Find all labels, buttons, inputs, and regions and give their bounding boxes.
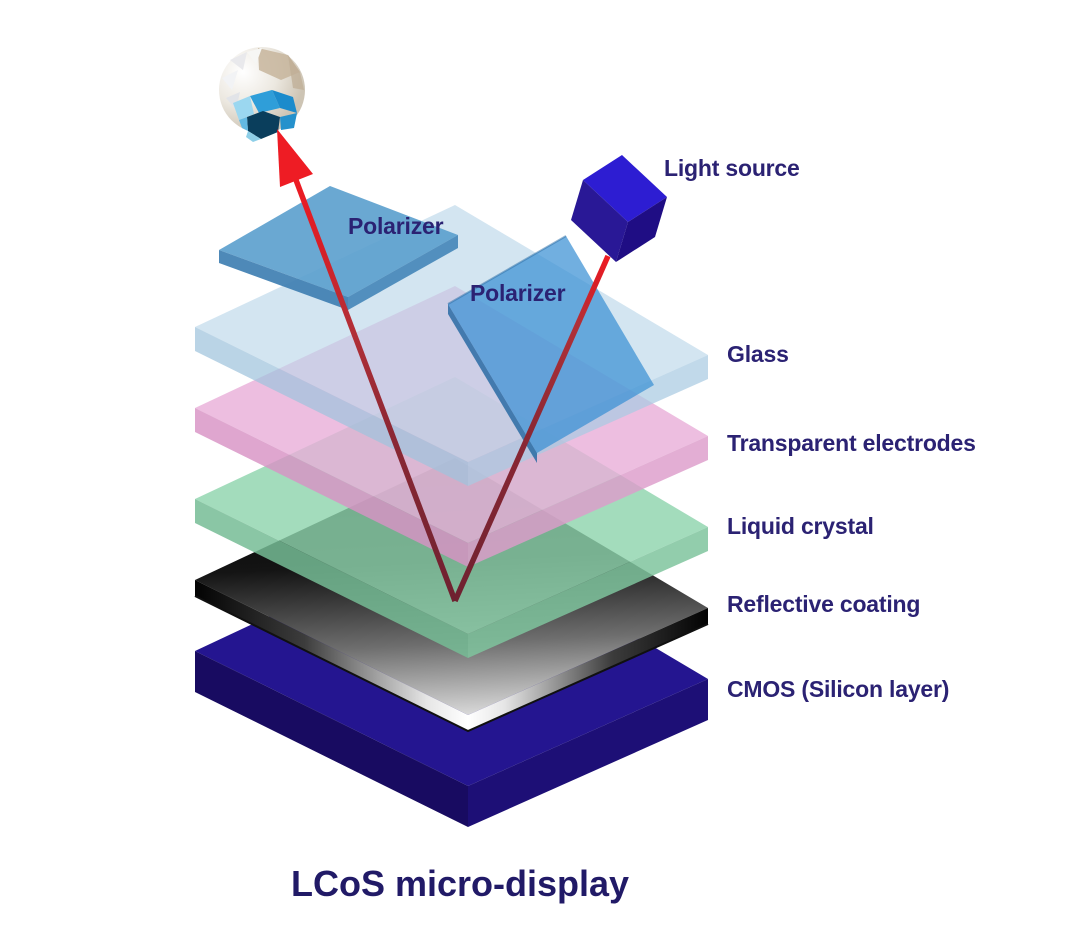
polarizer-plate-top-face: [219, 186, 458, 297]
polarizer-sheet-face: [448, 236, 654, 453]
output-sphere: [219, 47, 305, 142]
diagram-title: LCoS micro-display: [291, 863, 629, 904]
sphere-facet-gray: [222, 70, 238, 90]
polarizer-plate-right-face: [348, 235, 458, 310]
labels: Polarizer Polarizer Light source Glass T…: [291, 155, 976, 904]
polarizer-sheet: [447, 235, 654, 463]
label-light-source: Light source: [664, 155, 800, 181]
sphere-facet-navy: [247, 111, 280, 139]
polarizer-plate: [219, 186, 458, 310]
sphere-facet-gray: [247, 48, 262, 64]
reflective-bottom-edge: [194, 595, 709, 733]
light-source-cube: [571, 155, 667, 262]
label-polarizer-top: Polarizer: [348, 213, 444, 239]
polarizer-plate-left-face: [219, 250, 348, 310]
sphere-facet-gray: [230, 52, 247, 70]
cube-left-face: [571, 180, 628, 262]
cube-top-face: [583, 155, 667, 222]
sphere-facet-cyan: [239, 117, 248, 131]
cube-right-face: [616, 197, 667, 262]
light-beams: [293, 179, 611, 603]
sphere-facet-beige: [258, 48, 300, 80]
label-transparent-electrodes: Transparent electrodes: [727, 430, 976, 456]
liquid-crystal-right-face: [468, 527, 708, 658]
label-liquid-crystal: Liquid crystal: [727, 513, 874, 539]
reflective-right-face: [468, 608, 708, 731]
glass-left-face: [195, 327, 468, 486]
polarizer-sheet-edge: [448, 304, 537, 463]
sphere-facet-azure: [272, 90, 297, 113]
cmos-left-face: [195, 651, 468, 827]
electrodes-left-face: [195, 408, 468, 567]
electrodes-right-face: [468, 436, 708, 567]
label-glass: Glass: [727, 341, 789, 367]
sphere-facet-cyan: [233, 96, 254, 120]
label-polarizer-mid: Polarizer: [470, 280, 566, 306]
sphere-facet-azure: [280, 113, 297, 130]
reflective-left-face: [195, 580, 468, 731]
incident-beam: [452, 254, 611, 603]
cmos-right-face: [468, 679, 708, 827]
label-cmos: CMOS (Silicon layer): [727, 676, 949, 702]
liquid-crystal-left-face: [195, 499, 468, 658]
label-reflective-coating: Reflective coating: [727, 591, 920, 617]
polarizer-sheet-top-edge: [447, 235, 567, 305]
sphere-facet-cyan: [246, 131, 261, 142]
reflected-beam: [293, 179, 458, 602]
sphere-facet-beige: [288, 55, 304, 90]
beam-arrowhead: [277, 129, 313, 187]
sphere-facet-azure: [250, 90, 280, 113]
